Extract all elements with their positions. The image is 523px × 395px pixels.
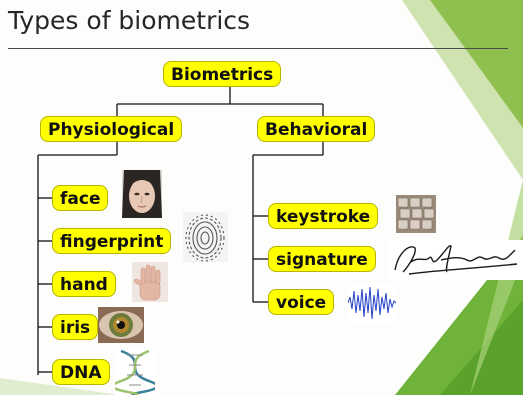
iris-photo <box>98 307 144 343</box>
node-voice: voice <box>268 289 335 315</box>
hand-photo <box>132 262 168 302</box>
keyboard-photo <box>396 195 436 233</box>
node-physiological: Physiological <box>40 116 183 142</box>
node-iris: iris <box>52 314 99 340</box>
node-hand: hand <box>52 271 116 297</box>
node-dna: DNA <box>52 359 110 385</box>
fingerprint-image <box>183 212 228 262</box>
slide-title: Types of biometrics <box>8 6 251 35</box>
dna-helix-image <box>115 349 155 395</box>
node-keystroke: keystroke <box>268 203 379 229</box>
handwritten-signature <box>389 240 523 280</box>
title-divider <box>8 48 508 49</box>
voice-waveform <box>348 283 396 323</box>
node-behavioral: Behavioral <box>257 116 376 142</box>
node-signature: signature <box>268 246 376 272</box>
face-photo <box>122 170 162 218</box>
node-biometrics: Biometrics <box>163 61 282 87</box>
node-face: face <box>52 185 109 211</box>
node-fingerprint: fingerprint <box>52 228 172 254</box>
